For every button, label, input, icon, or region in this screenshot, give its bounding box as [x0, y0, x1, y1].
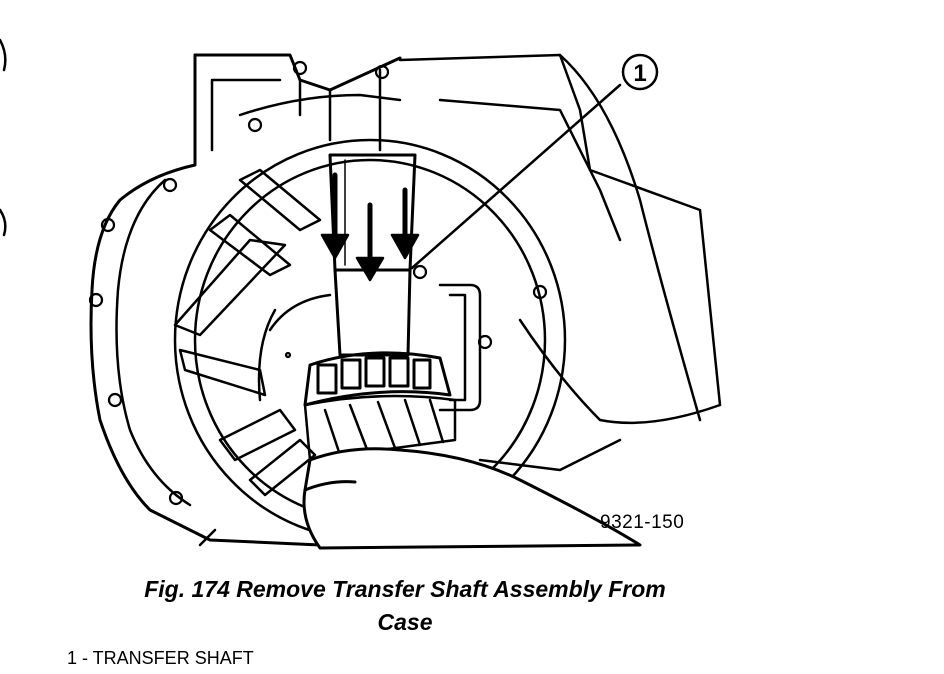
transfer-shaft-illustration: 1	[0, 38, 722, 550]
case-flange	[89, 53, 402, 547]
callout-number: 1	[633, 60, 646, 87]
legend-item: 1 - TRANSFER SHAFT	[67, 648, 254, 668]
hand	[302, 447, 642, 550]
callout-leader	[410, 83, 622, 270]
caption-line-2: Case	[377, 609, 433, 635]
bolt-holes	[88, 60, 548, 506]
right-housing	[398, 53, 722, 472]
bottom-curve	[198, 528, 217, 547]
downward-arrows	[320, 172, 420, 282]
figure-id: 9321-150	[600, 512, 685, 533]
caption-line-1: Fig. 174 Remove Transfer Shaft Assembly …	[144, 576, 666, 602]
case-ribs	[173, 168, 322, 497]
callout-1: 1	[621, 53, 659, 91]
figure-caption: Fig. 174 Remove Transfer Shaft Assembly …	[60, 573, 750, 639]
slot-plate	[438, 283, 482, 412]
shaft-bearing	[303, 351, 452, 407]
edge-marks	[0, 38, 7, 237]
